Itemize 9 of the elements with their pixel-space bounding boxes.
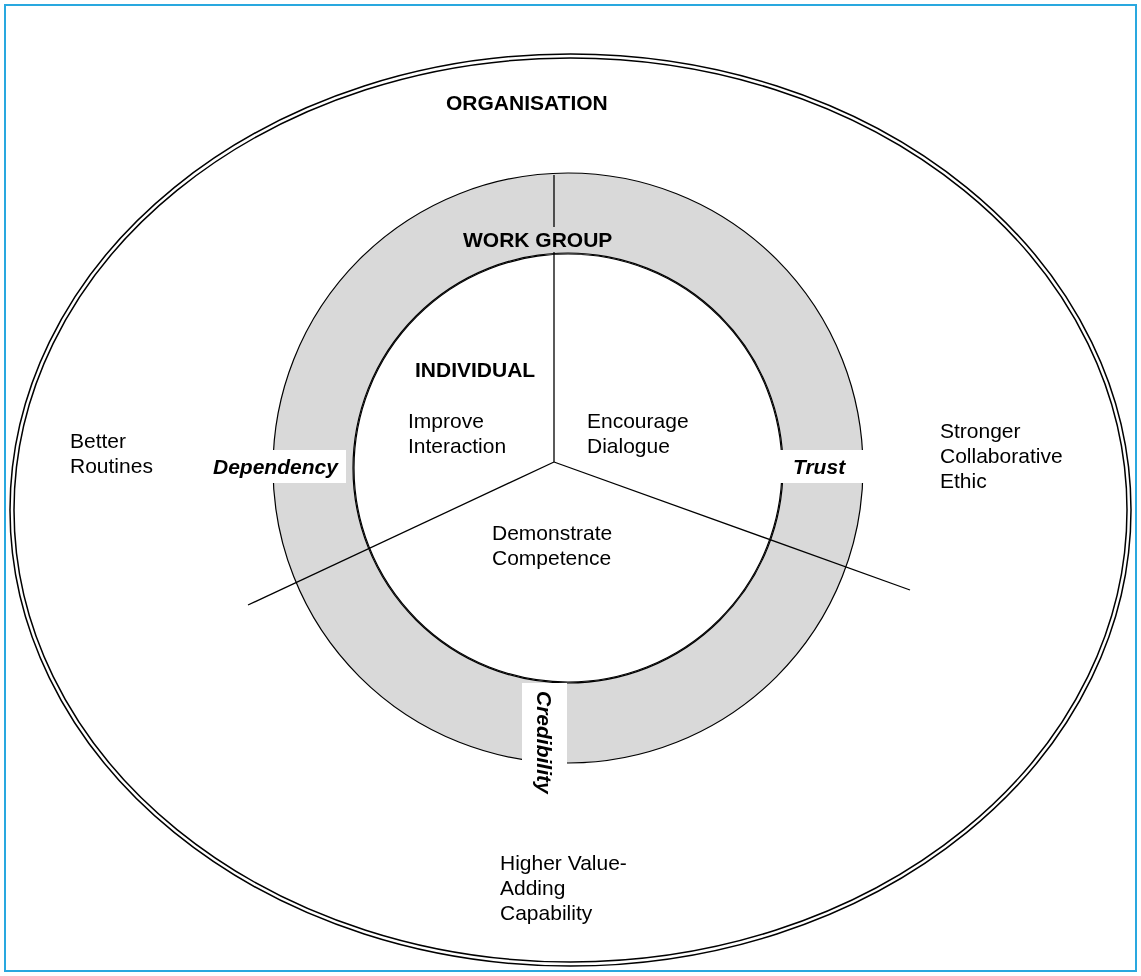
sector-text: Improve Interaction [408, 408, 508, 458]
sector-text: Encourage Dialogue [587, 408, 690, 458]
region-title: INDIVIDUAL [415, 357, 536, 382]
sector-text: Demonstrate Competence [492, 520, 614, 570]
circle-region [353, 253, 783, 683]
region-title: ORGANISATION [446, 90, 608, 115]
region-text: Higher Value-Adding Capability [500, 850, 628, 925]
region-text: Better Routines [70, 428, 154, 478]
region-text: Stronger Collaborative Ethic [940, 418, 1064, 493]
